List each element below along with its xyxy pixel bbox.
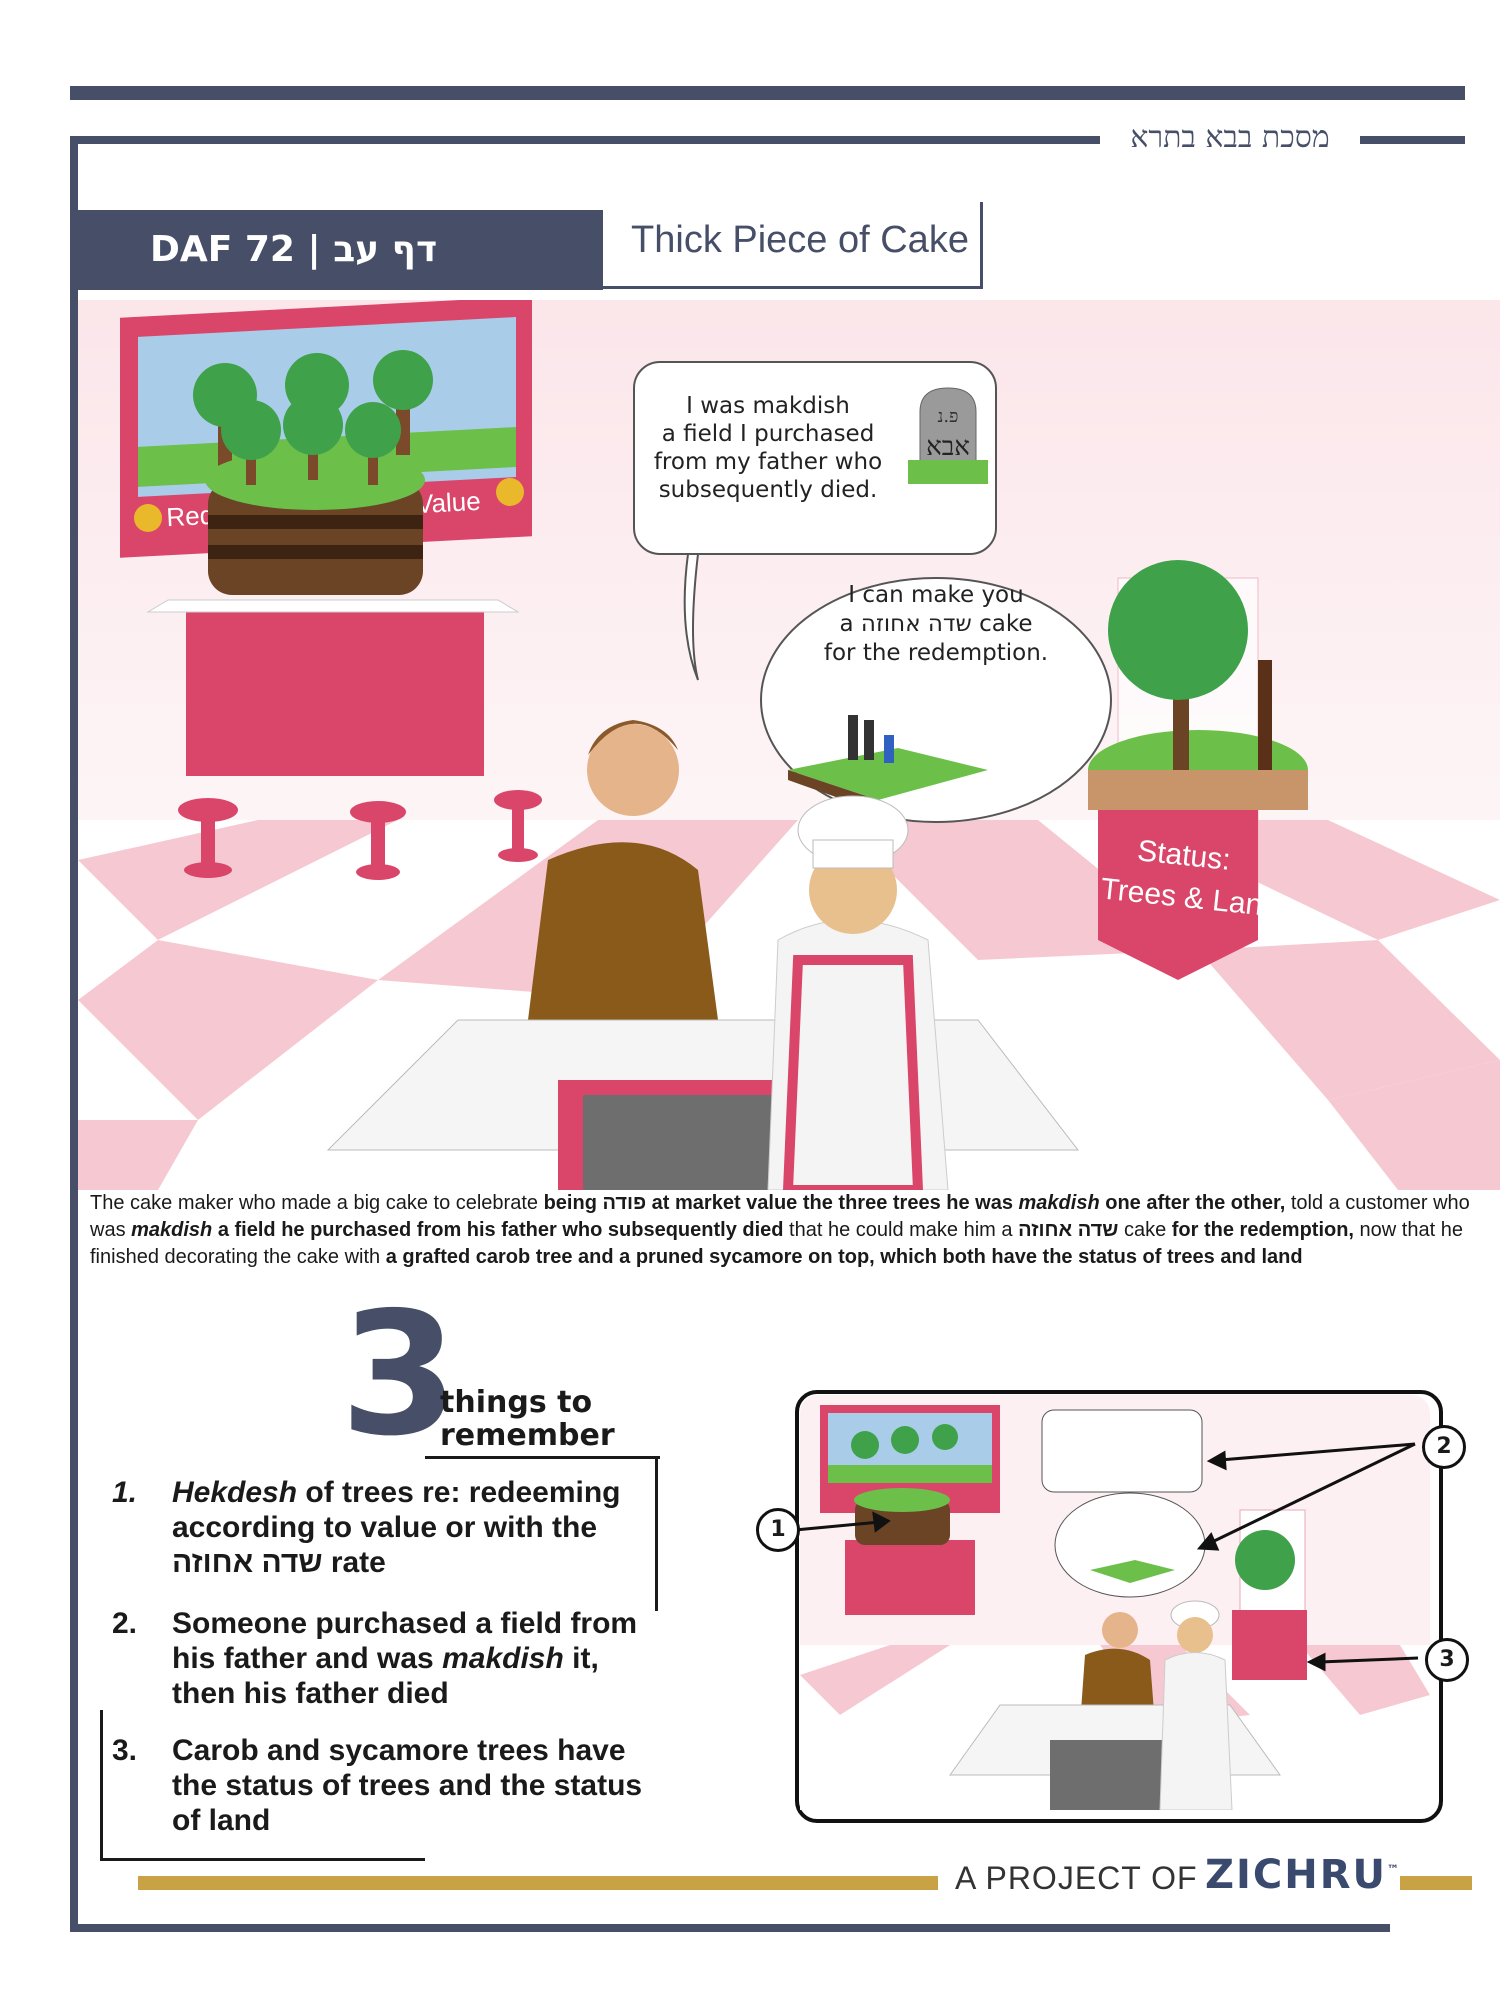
- caption-part: a grafted carob tree and a pruned sycamo…: [385, 1246, 1303, 1268]
- caption-part: one after the other,: [1099, 1192, 1286, 1214]
- bubble1-line-4: subsequently died.: [659, 477, 878, 503]
- tombstone-name: אבא: [926, 432, 970, 462]
- top-rule: [70, 86, 1465, 100]
- bubble2-line-3: for the redemption.: [824, 640, 1048, 666]
- callout-arrows: [794, 1442, 1419, 1672]
- big-number-three: 3: [340, 1276, 459, 1474]
- list-bracket-base: [100, 1858, 425, 1861]
- bubble1-line-3: from my father who: [654, 449, 882, 475]
- tombstone-abbrev: פ.נ: [937, 406, 958, 427]
- zichru-logo: ZICHRU™: [1205, 1852, 1401, 1898]
- caption-part: told a customer who was: [90, 1192, 1470, 1241]
- cake-shop-illustration: Redeemed at Market Value I was makdish a…: [78, 300, 1500, 1190]
- list-item-text: Carob and sycamore trees have the status…: [172, 1734, 643, 1837]
- caption-part: makdish: [1018, 1192, 1100, 1214]
- bubble1-line-2: a field I purchased: [662, 421, 875, 447]
- caption-part: cake: [1118, 1219, 1172, 1241]
- frame-left-rule: [70, 136, 78, 1932]
- baker-figure: [767, 795, 949, 1190]
- footer-gold-bar-left: [138, 1876, 938, 1890]
- bubble1-line-1: I was makdish: [686, 393, 850, 419]
- list-item-number: 3.: [112, 1734, 138, 1767]
- tractate-name: מסכת בבא בתרא: [1130, 120, 1330, 155]
- heading-underline: [425, 1456, 660, 1459]
- title-band: [78, 210, 603, 290]
- callout-number: 1: [756, 1508, 800, 1552]
- caption-part: שדה אחוזה: [1018, 1219, 1119, 1241]
- caption-part: The cake maker who made a big cake to ce…: [90, 1192, 544, 1214]
- customer-speech-bubble: [633, 361, 997, 681]
- caption-part: for the redemption,: [1171, 1219, 1354, 1241]
- remember-heading-line-1: things to: [440, 1385, 593, 1420]
- list-item-number: 2.: [112, 1607, 138, 1640]
- list-item: 3. Carob and sycamore trees have the sta…: [112, 1733, 652, 1838]
- caption-part: that he could make him a: [783, 1219, 1019, 1241]
- list-item-number: 1.: [112, 1476, 138, 1509]
- callout-number: 2: [1422, 1425, 1466, 1469]
- project-of-label: A PROJECT OF: [955, 1860, 1198, 1896]
- remember-heading-line-2: remember: [440, 1418, 615, 1453]
- caption-part: being פודה at market value the three tre…: [543, 1192, 1019, 1214]
- caption-part: now that he finished decorating the cake…: [90, 1219, 1463, 1268]
- heading-bracket-line: [655, 1456, 658, 1611]
- daf-title: DAF 72 | דף עב: [150, 229, 438, 270]
- page-subtitle: Thick Piece of Cake: [631, 219, 969, 261]
- list-item: 1. Hekdesh of trees re: redeeming accord…: [112, 1475, 652, 1580]
- trees-cake: [146, 395, 520, 776]
- illustration-caption: The cake maker who made a big cake to ce…: [90, 1190, 1480, 1271]
- subtitle-frame: [600, 202, 983, 289]
- list-item-text: it, then his father died: [172, 1642, 599, 1710]
- list-item: 2. Someone purchased a field from his fa…: [112, 1606, 652, 1711]
- list-item-text: Someone purchased a field from his fathe…: [172, 1607, 638, 1675]
- list-item-text: of trees re: redeeming according to valu…: [172, 1476, 621, 1579]
- frame-top-rule-right: [1360, 136, 1465, 144]
- frame-top-rule: [70, 136, 1100, 144]
- thumbnail-illustration: [800, 1395, 1430, 1810]
- logo-text: ZICHRU: [1205, 1852, 1387, 1898]
- list-item-text: Hekdesh: [172, 1476, 298, 1509]
- title-band-slant: [540, 210, 600, 290]
- logo-trademark: ™: [1387, 1862, 1401, 1877]
- callout-number: 3: [1425, 1638, 1469, 1682]
- stools: [178, 790, 542, 880]
- customer-figure: [528, 720, 718, 1020]
- bubble2-line-2: a שדה אחוזה cake: [840, 611, 1033, 637]
- caption-part: makdish: [131, 1219, 213, 1241]
- footer-gold-bar-right: [1400, 1876, 1472, 1890]
- caption-part: a field he purchased from his father who…: [212, 1219, 784, 1241]
- frame-bottom-rule: [70, 1924, 1390, 1932]
- list-item-text: makdish: [442, 1642, 564, 1675]
- trees-and-land-display: [1088, 560, 1308, 980]
- bubble2-line-1: I can make you: [848, 582, 1023, 608]
- list-bracket-line: [100, 1710, 103, 1860]
